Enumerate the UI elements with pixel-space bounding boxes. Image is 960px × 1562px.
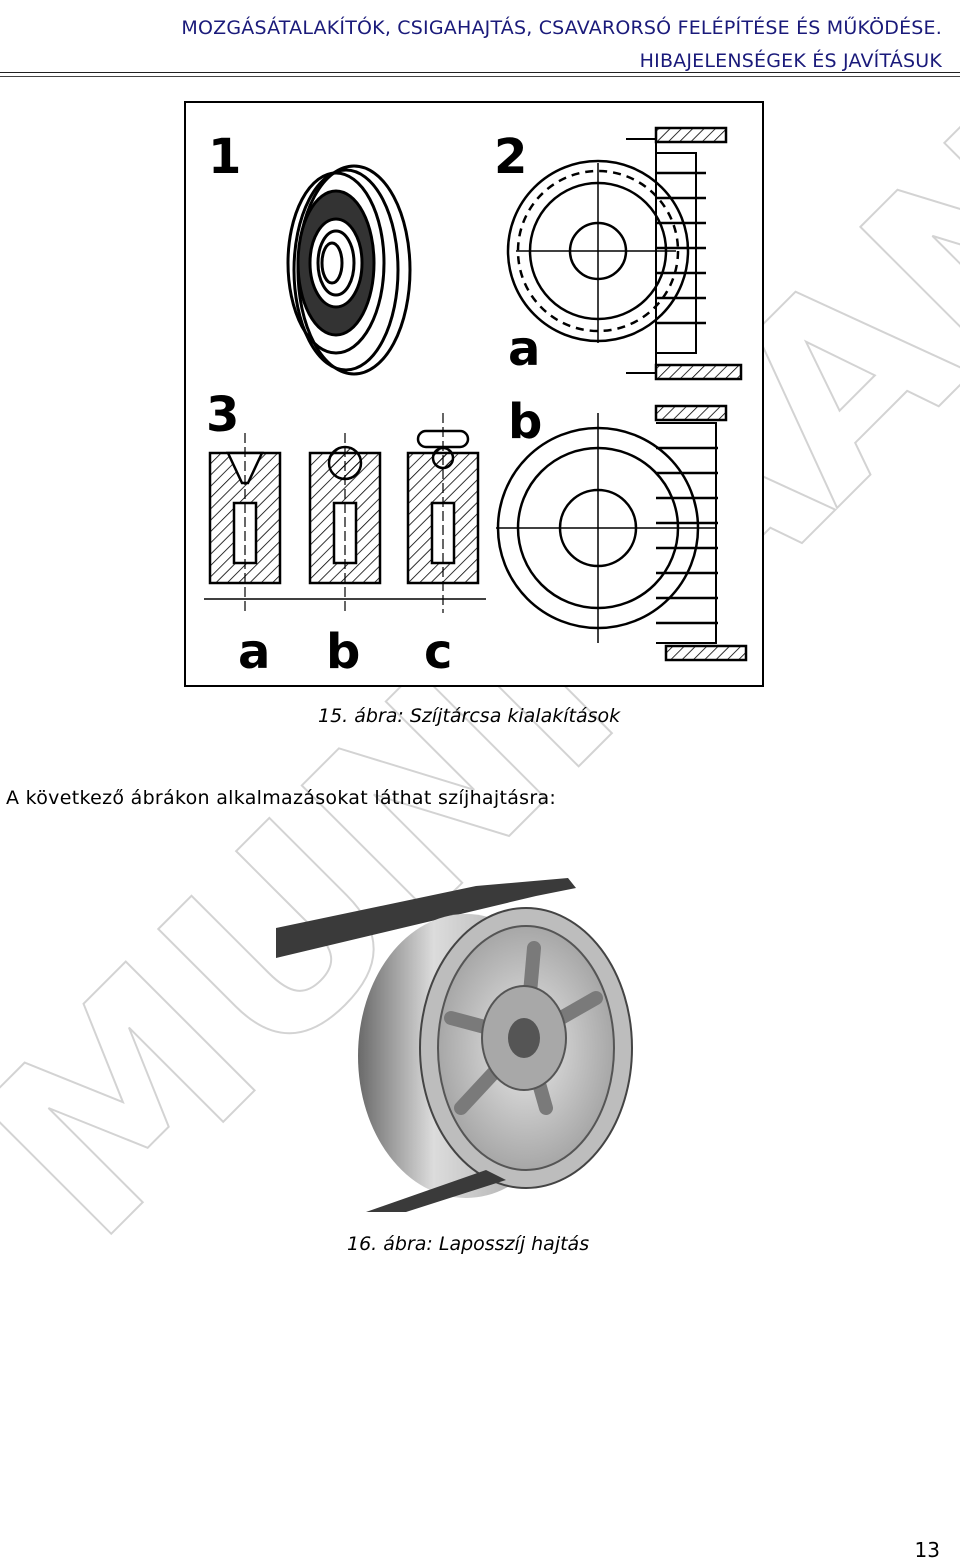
label-3: 3 — [206, 387, 239, 443]
groove-sections — [204, 413, 486, 613]
label-a-top: a — [508, 321, 540, 377]
header-line-1: MOZGÁSÁTALAKÍTÓK, CSIGAHAJTÁS, CSAVARORS… — [181, 17, 942, 39]
figure-16-caption: 16. ábra: Laposszíj hajtás — [347, 1233, 590, 1255]
flat-pulley — [286, 164, 412, 376]
label-c-bottom: c — [424, 624, 452, 680]
figure-flat-belt-drive — [276, 858, 668, 1212]
page-header: MOZGÁSÁTALAKÍTÓK, CSIGAHAJTÁS, CSAVARORS… — [181, 12, 942, 78]
header-line-2: HIBAJELENSÉGEK ÉS JAVÍTÁSUK — [639, 50, 942, 72]
page-number: 13 — [914, 1538, 940, 1562]
body-paragraph: A következő ábrákon alkalmazásokat látha… — [6, 787, 557, 809]
header-rule — [0, 72, 960, 77]
figure-15-caption: 15. ábra: Szíjtárcsa kialakítások — [318, 705, 621, 727]
label-b-bottom: b — [326, 624, 360, 680]
label-a-bottom: a — [238, 624, 270, 680]
pulley-diagram: 1 2 3 a b a b c — [204, 126, 748, 680]
label-1: 1 — [208, 129, 241, 185]
figure-pulley-designs: 1 2 3 a b a b c — [184, 101, 764, 687]
timing-pulley-b — [496, 404, 748, 662]
label-2: 2 — [494, 129, 527, 185]
flat-belt-drive-image — [276, 878, 633, 1212]
label-b-top: b — [508, 394, 542, 450]
timing-pulley-a — [506, 126, 743, 381]
